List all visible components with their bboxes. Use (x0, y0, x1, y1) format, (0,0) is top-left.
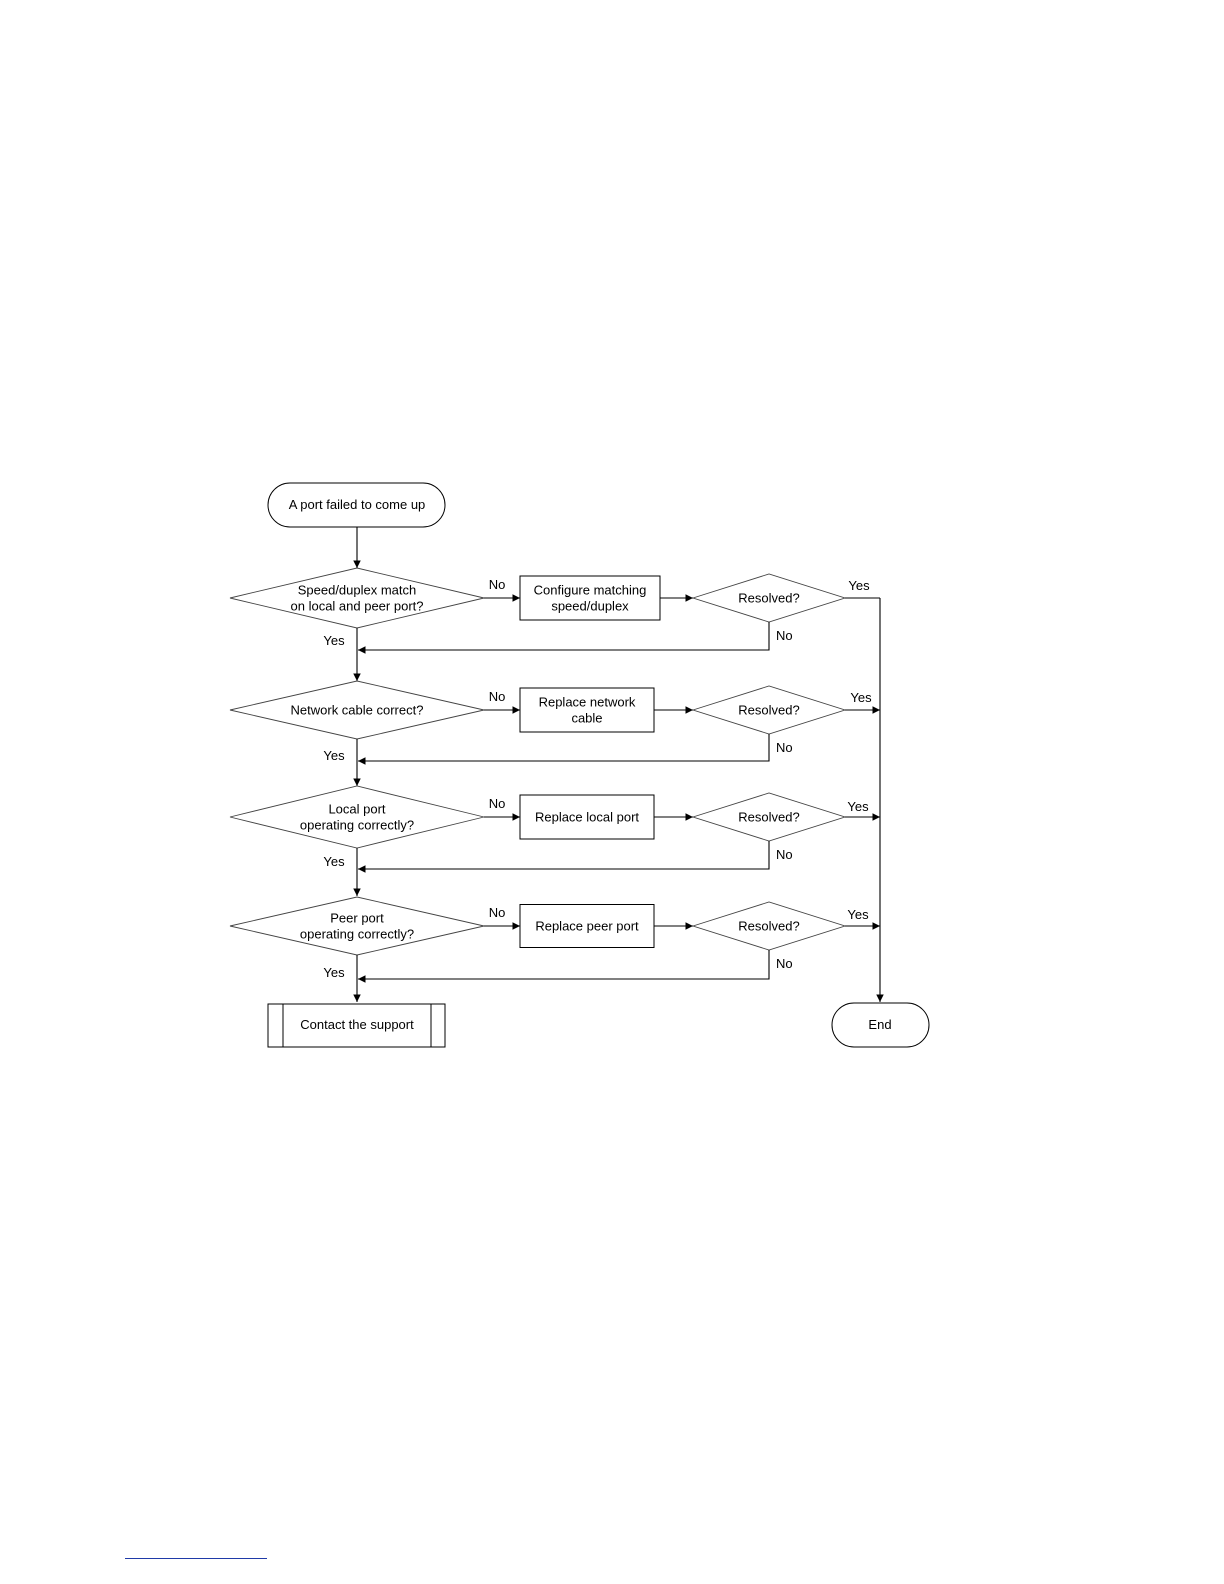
arrow-resolved-no-return-1 (358, 622, 770, 654)
footnote-rule (125, 1558, 267, 1559)
action-box-4 (519, 904, 655, 948)
resolved-yes-label-2: Yes (850, 690, 872, 705)
yes-label-1: Yes (323, 633, 345, 648)
resolved-yes-label-3: Yes (847, 799, 869, 814)
contact-support-node: Contact the support (267, 1003, 446, 1048)
check-row-2: Network cable correct? Replace networkcab… (229, 680, 880, 786)
no-label-3: No (489, 796, 506, 811)
yes-label-3: Yes (323, 854, 345, 869)
action-label-1-line-2: speed/duplex (551, 599, 629, 614)
start-node: A port failed to come up (267, 482, 446, 528)
no-label-1: No (489, 577, 506, 592)
action-box-1 (519, 575, 661, 621)
resolved-label-2: Resolved? (738, 703, 799, 718)
decision-label-3-line-2: operating correctly? (300, 818, 414, 833)
start-node-label: A port failed to come up (289, 497, 426, 512)
resolved-label-1: Resolved? (738, 591, 799, 606)
yes-label-2: Yes (323, 748, 345, 763)
resolved-no-label-2: No (776, 740, 793, 755)
decision-label-1-line-1: Speed/duplex match (298, 583, 417, 598)
no-label-4: No (489, 905, 506, 920)
action-label-4-line-1: Replace peer port (535, 919, 639, 934)
decision-label-1-line-2: on local and peer port? (291, 599, 424, 614)
resolved-label-4: Resolved? (738, 919, 799, 934)
decision-label-3-line-1: Local port (328, 802, 385, 817)
action-label-3-line-1: Replace local port (535, 810, 639, 825)
action-label-1-line-1: Configure matching (534, 583, 647, 598)
decision-label-4-line-2: operating correctly? (300, 927, 414, 942)
arrow-resolved-no-return-2 (358, 734, 770, 765)
yes-label-4: Yes (323, 965, 345, 980)
contact-support-label: Contact the support (300, 1017, 414, 1032)
resolved-yes-label-1: Yes (848, 578, 870, 593)
resolved-no-label-4: No (776, 956, 793, 971)
decision-label-2-line-1: Network cable correct? (291, 703, 424, 718)
end-node-label: End (868, 1017, 891, 1032)
action-label-2-line-1: Replace network (539, 695, 636, 710)
resolved-yes-label-4: Yes (847, 907, 869, 922)
decision-label-4-line-1: Peer port (330, 911, 384, 926)
end-node: End (831, 1002, 930, 1048)
resolved-no-label-1: No (776, 628, 793, 643)
arrow-resolved-no-return-4 (358, 950, 770, 983)
resolved-label-3: Resolved? (738, 810, 799, 825)
no-label-2: No (489, 689, 506, 704)
connectors (353, 527, 884, 1002)
resolved-no-label-3: No (776, 847, 793, 862)
arrow-resolved-no-return-3 (358, 841, 770, 873)
action-label-2-line-2: cable (571, 711, 602, 726)
